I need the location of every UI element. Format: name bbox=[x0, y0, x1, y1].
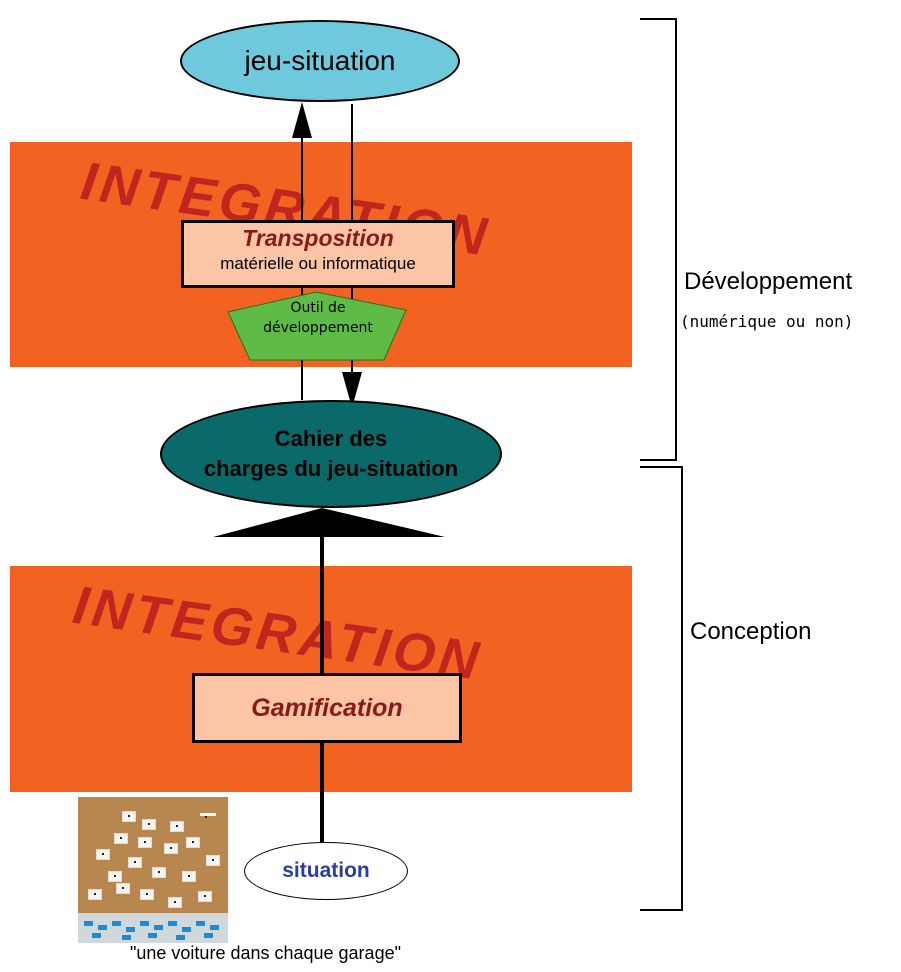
cahier-line-1: Cahier des bbox=[274, 426, 388, 451]
up-arrow-head bbox=[292, 102, 312, 138]
gamification-label: Gamification bbox=[251, 693, 403, 722]
jeu-situation-label: jeu-situation bbox=[244, 45, 396, 76]
gamification-box: Gamification bbox=[192, 673, 462, 743]
down-arrow-head bbox=[342, 372, 362, 408]
situation-label: situation bbox=[282, 859, 370, 882]
outil-line-1: Outil de bbox=[290, 300, 346, 316]
conception-label: Conception bbox=[690, 618, 812, 645]
photo-caption: "une voiture dans chaque garage" bbox=[130, 943, 401, 963]
situation-node: situation bbox=[244, 842, 408, 900]
bracket-conception bbox=[640, 466, 683, 911]
bracket-developpement bbox=[640, 18, 677, 461]
developpement-label: Développement bbox=[684, 268, 853, 295]
game-photo bbox=[78, 797, 228, 943]
outil-pentagon bbox=[227, 291, 407, 361]
cahier-des-charges-node: Cahier des charges du jeu-situation bbox=[160, 400, 502, 508]
transposition-subtitle: matérielle ou informatique bbox=[220, 254, 416, 273]
jeu-situation-node: jeu-situation bbox=[180, 20, 460, 102]
transposition-title: Transposition bbox=[242, 225, 394, 251]
cahier-line-2: charges du jeu-situation bbox=[203, 456, 459, 481]
transposition-box: Transposition matérielle ou informatique bbox=[181, 220, 455, 288]
outil-line-2: développement bbox=[263, 320, 373, 336]
flow-triangle bbox=[213, 508, 445, 537]
developpement-sublabel: (numérique ou non) bbox=[680, 312, 854, 331]
outil-label: Outil de développement bbox=[228, 298, 408, 338]
